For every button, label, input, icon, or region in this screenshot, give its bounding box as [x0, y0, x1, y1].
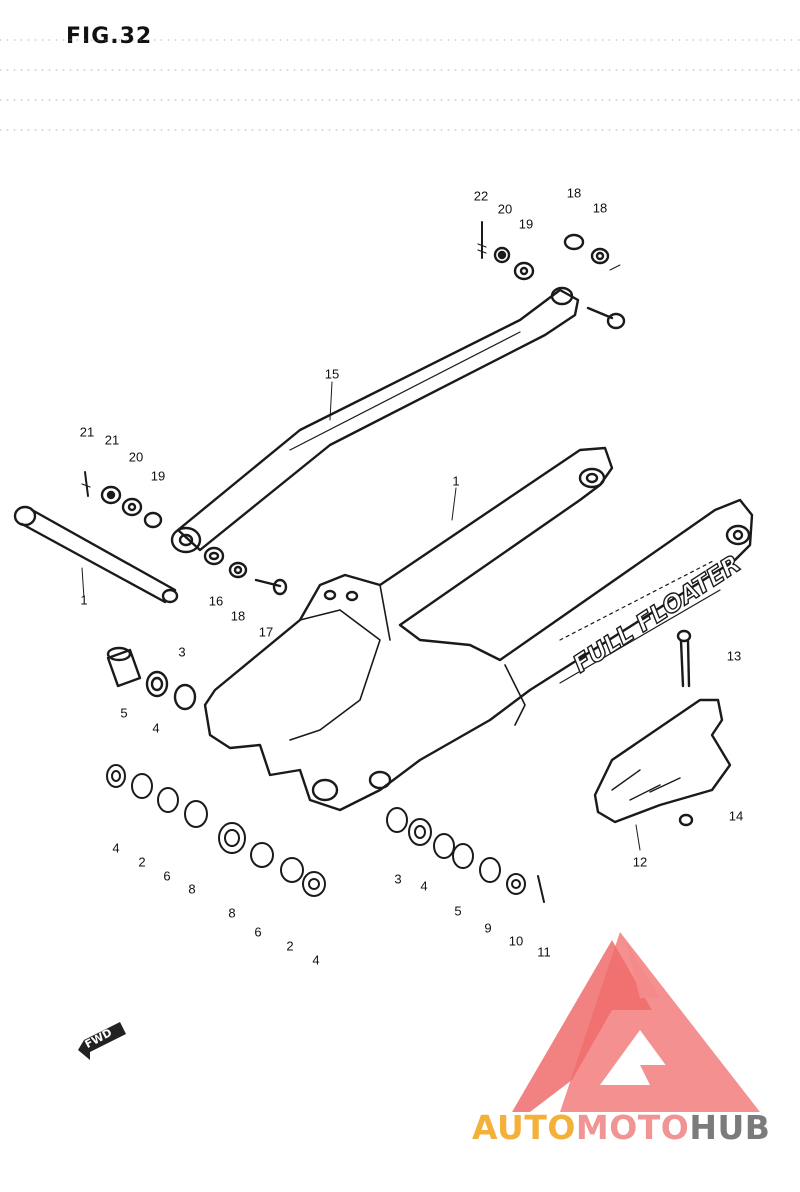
label-13: 13: [726, 648, 742, 664]
link-rod-15: [170, 286, 580, 554]
seal-3-left: [173, 683, 197, 711]
label-15: 15: [324, 366, 340, 382]
label-11: 11: [537, 944, 551, 960]
label-20: 21: [104, 432, 120, 448]
left-washers: [100, 485, 163, 529]
label-21: 22: [473, 188, 489, 204]
chain-buffer-12: [593, 698, 732, 827]
brand-part-moto: MOTO: [575, 1108, 690, 1147]
bolt-13: [676, 629, 692, 688]
label-3: 3: [394, 871, 402, 887]
figure-title: FIG.32: [66, 24, 153, 49]
label-19: 20: [128, 449, 144, 465]
watermark-logo: [512, 932, 760, 1112]
label-2: 2: [286, 938, 294, 954]
label-4: 4: [112, 840, 120, 856]
label-10: 10: [508, 933, 524, 949]
label-20: 20: [497, 201, 513, 217]
label-8: 8: [188, 881, 196, 897]
label-4: 4: [420, 878, 428, 894]
upper-bolt-21: [477, 221, 487, 259]
label-1: 1: [452, 473, 460, 489]
label-18: 18: [592, 200, 608, 216]
label-18: 18: [566, 185, 582, 201]
lower-right-parts: [386, 807, 545, 903]
label-2: 2: [138, 854, 146, 870]
label-16: 16: [208, 593, 224, 609]
lower-left-parts: [106, 764, 326, 897]
label-6: 6: [254, 924, 262, 940]
label-4: 4: [312, 952, 320, 968]
label-14: 14: [728, 808, 744, 824]
label-18: 18: [230, 608, 246, 624]
lower-link-hardware: [203, 546, 288, 596]
header-noise: [0, 39, 800, 131]
brand-part-hub: HUB: [689, 1108, 771, 1147]
label-9: 9: [484, 920, 492, 936]
label-3: 3: [178, 644, 186, 660]
label-5: 5: [120, 705, 128, 721]
label-12: 12: [632, 854, 648, 870]
label-17: 17: [258, 624, 274, 640]
pivot-shaft-7: [13, 505, 179, 604]
collar-5-left: [106, 646, 142, 688]
watermark-brand: AUTOMOTOHUB: [472, 1108, 770, 1147]
label-21: 21: [79, 424, 95, 440]
upper-washers: [493, 233, 610, 281]
bearing-4-left: [145, 670, 169, 698]
label-19: 19: [518, 216, 534, 232]
left-bolt-21: [81, 471, 91, 497]
bolt-22: [586, 306, 626, 330]
label-5: 5: [454, 903, 462, 919]
label-4: 4: [152, 720, 160, 736]
label-18: 19: [150, 468, 166, 484]
label-6: 6: [163, 868, 171, 884]
label-8: 8: [228, 905, 236, 921]
swingarm-1: [203, 446, 754, 812]
leader-lines: [81, 264, 641, 851]
brand-part-auto: AUTO: [472, 1108, 576, 1147]
forward-arrow: [78, 1022, 126, 1060]
label-1: 1: [80, 592, 88, 608]
